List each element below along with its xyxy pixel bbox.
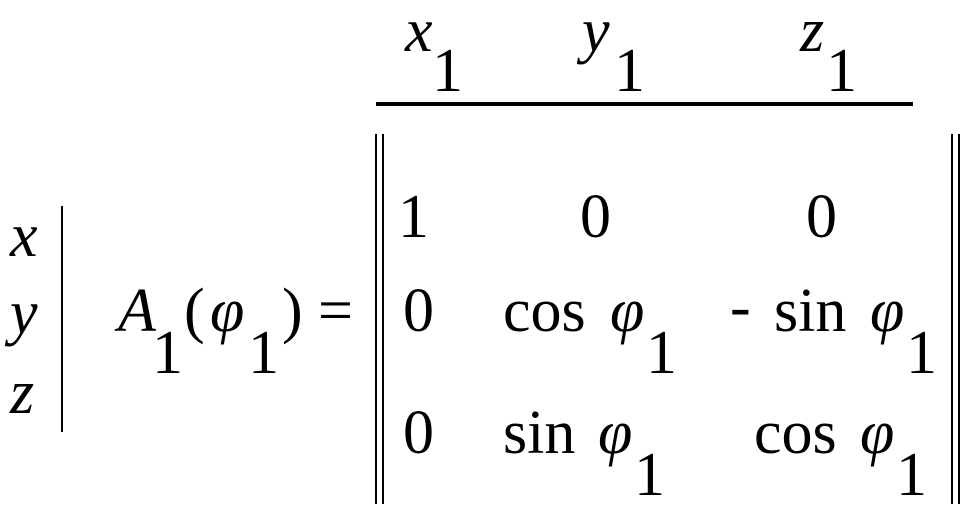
cell-r1c2: 0	[580, 183, 611, 251]
row-label-separator	[61, 206, 63, 432]
cell-r3c1: 0	[403, 399, 434, 467]
cell-r2c1: 0	[403, 277, 434, 345]
cell-r2c2-phi: φ	[610, 277, 645, 345]
matrix-right-bar-inner	[951, 134, 953, 504]
cell-r3c2-sin: sin	[503, 399, 576, 467]
cell-r3c3-phi: φ	[860, 399, 895, 467]
matrix-left-bar-inner	[382, 134, 384, 504]
header-y-index: 1	[614, 37, 645, 105]
matrix-right-bar-outer	[958, 134, 960, 504]
matrix-symbol-index: 1	[152, 319, 183, 387]
cell-r3c2-phi: φ	[598, 399, 633, 467]
matrix-left-bar-outer	[375, 134, 377, 504]
cell-r3c3-phi-index: 1	[896, 441, 927, 509]
cell-r2c3-phi: φ	[870, 277, 905, 345]
cell-r2c3-minus: -	[730, 273, 751, 341]
cell-r3c2-phi-index: 1	[634, 441, 665, 509]
open-paren: (	[184, 277, 205, 345]
cell-r2c2-phi-index: 1	[646, 319, 677, 387]
header-z-variable: z	[800, 0, 825, 65]
row-label-x: x	[10, 202, 38, 270]
argument-phi: φ	[210, 277, 245, 345]
header-x-index: 1	[432, 37, 463, 105]
cell-r2c2-cos: cos	[503, 277, 586, 345]
row-label-y: y	[10, 279, 38, 347]
cell-r2c3-sin: sin	[774, 277, 847, 345]
cell-r1c3: 0	[806, 183, 837, 251]
equals-sign: =	[318, 277, 353, 345]
header-x-variable: x	[405, 0, 433, 65]
header-underline	[376, 102, 913, 106]
row-label-z: z	[10, 359, 35, 427]
header-y-variable: y	[582, 0, 610, 65]
header-z-index: 1	[826, 37, 857, 105]
close-paren: )	[282, 277, 303, 345]
argument-phi-index: 1	[248, 319, 279, 387]
cell-r2c3-phi-index: 1	[906, 319, 937, 387]
matrix-symbol: A	[118, 277, 156, 345]
cell-r3c3-cos: cos	[754, 399, 837, 467]
cell-r1c1: 1	[398, 183, 429, 251]
